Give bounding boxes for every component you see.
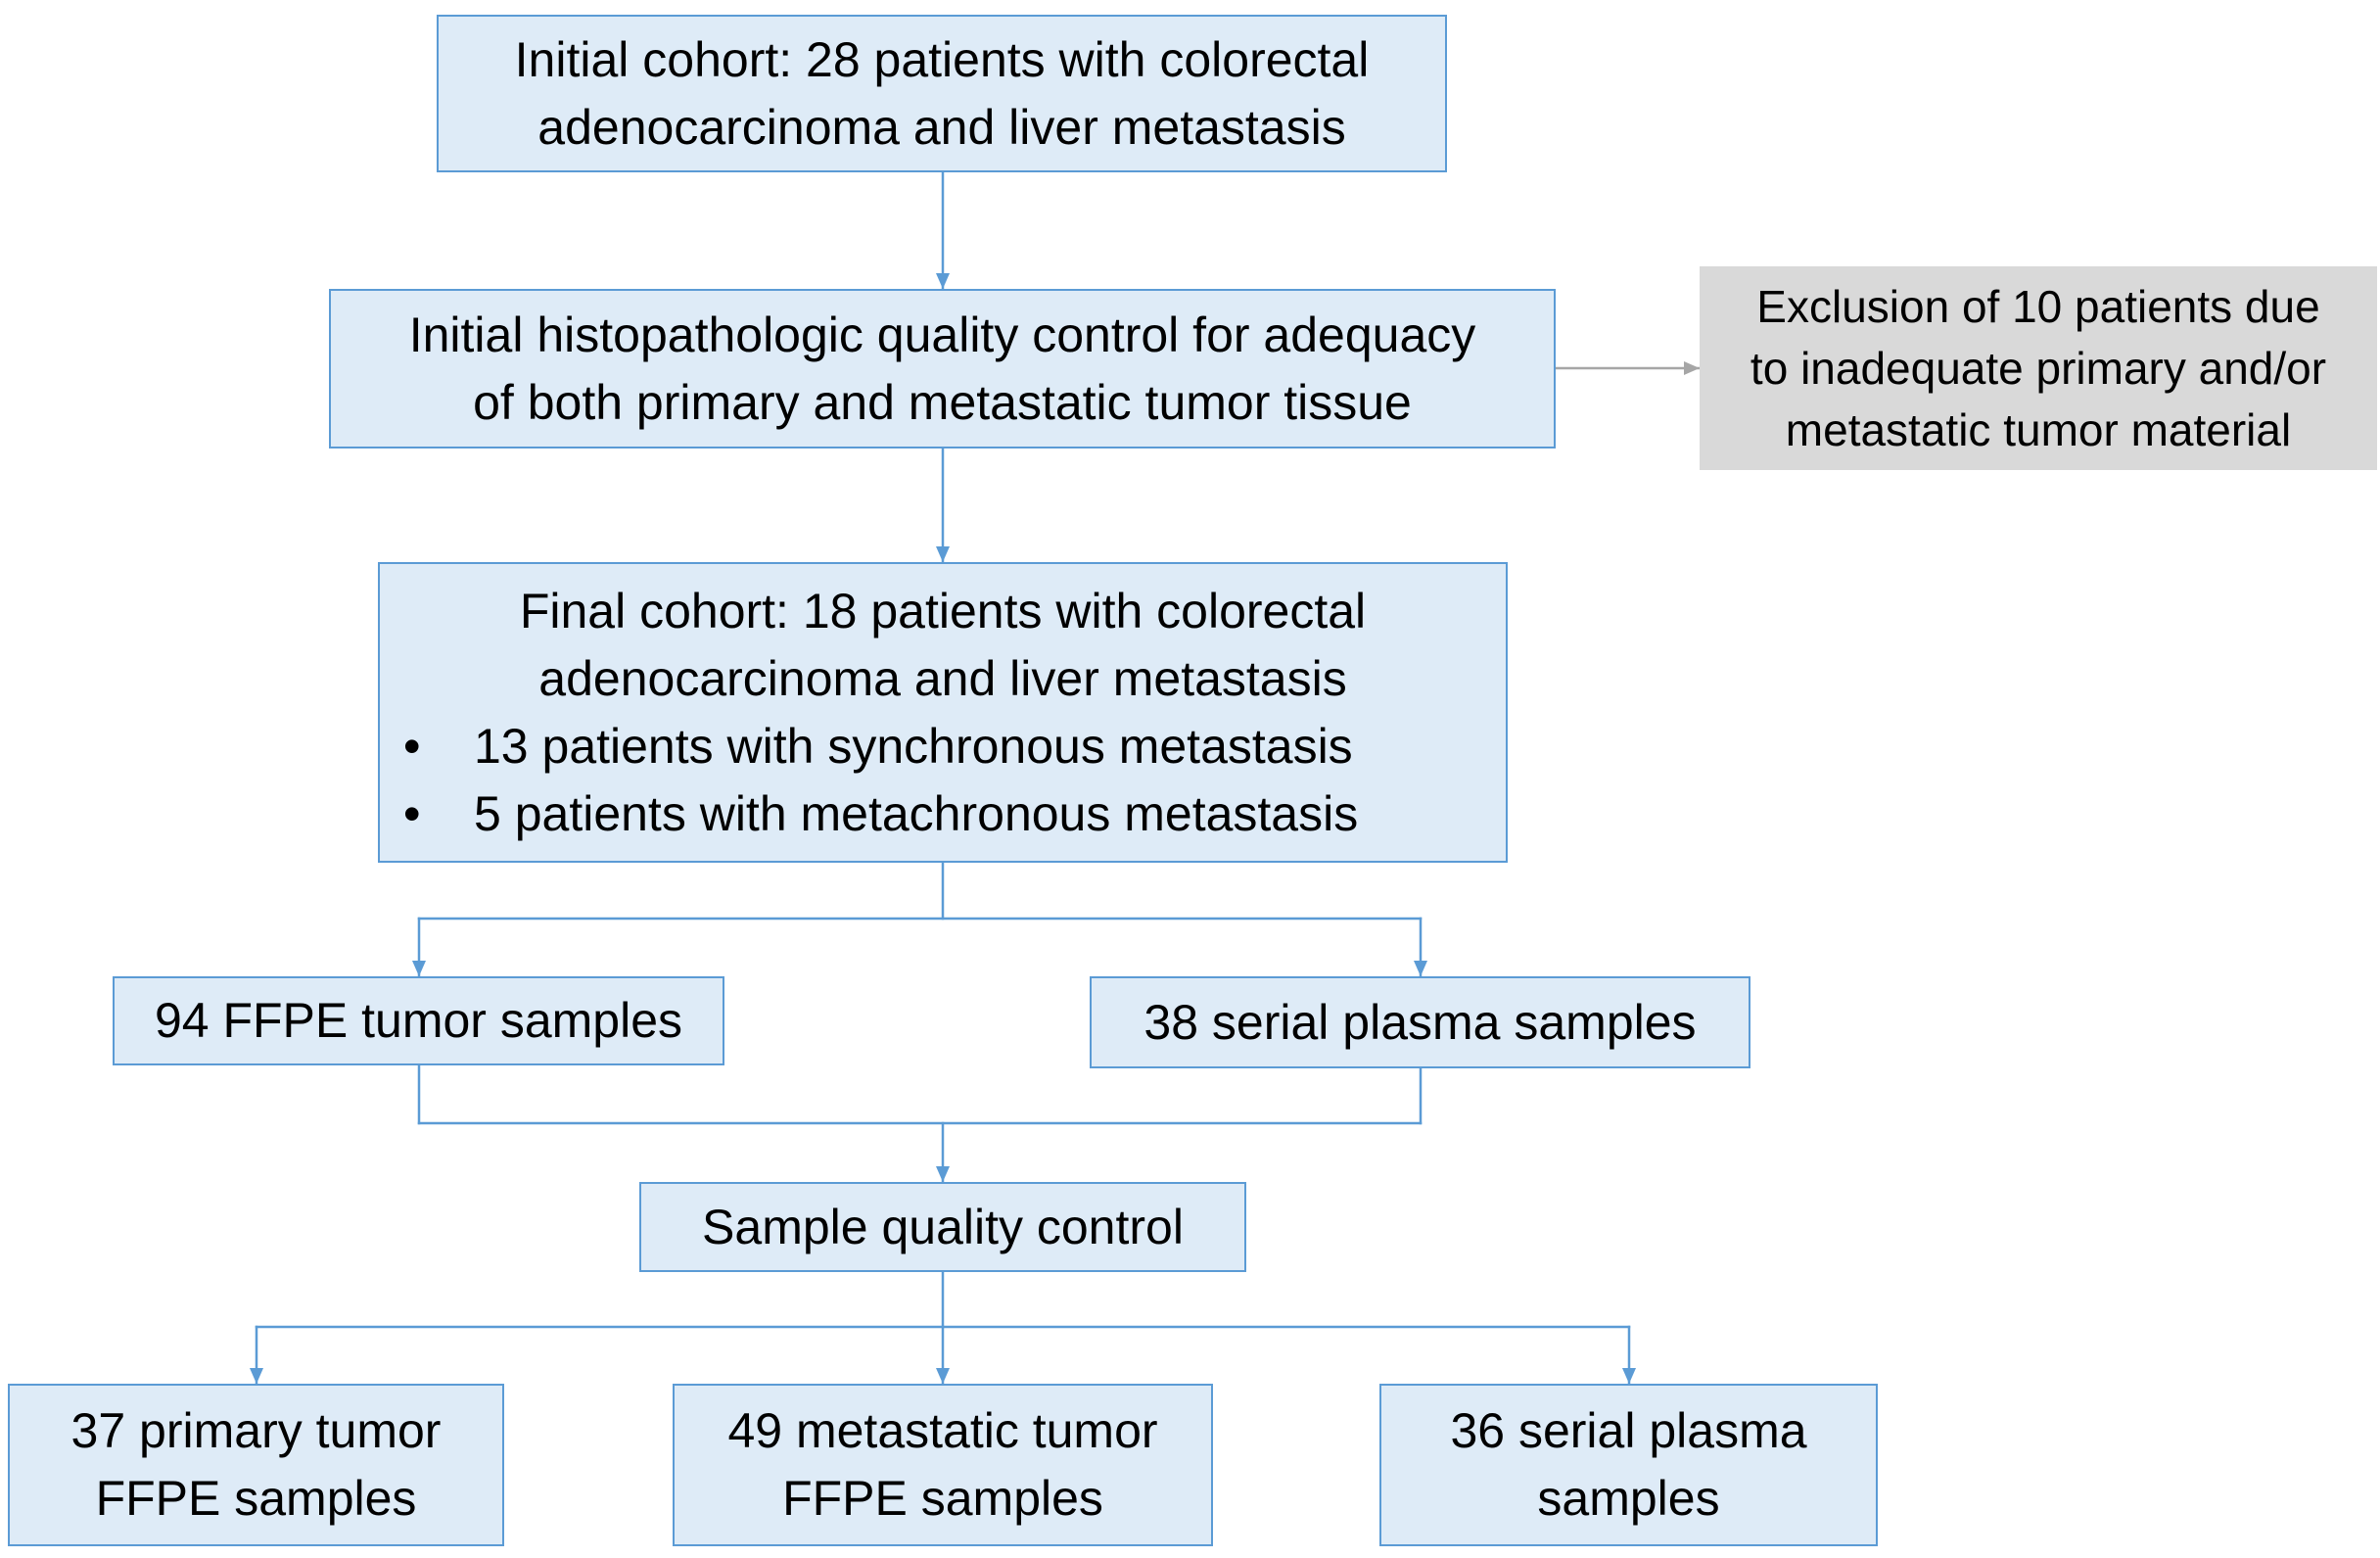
- sample-quality-control-box: Sample quality control: [639, 1182, 1246, 1272]
- exclusion-line-2: to inadequate primary and/or: [1750, 342, 2327, 394]
- serial-plasma-final-line-1: 36 serial plasma: [1450, 1403, 1807, 1458]
- initial-cohort-line-2: adenocarcinoma and liver metastasis: [537, 99, 1346, 155]
- synchronous-metastasis-text: 13 patients with synchronous metastasis: [474, 718, 1353, 774]
- histopathologic-qc-box: Initial histopathologic quality control …: [329, 289, 1556, 449]
- synchronous-metastasis-item: • 13 patients with synchronous metastasi…: [380, 713, 1506, 780]
- serial-plasma-final-line-2: samples: [1537, 1471, 1720, 1526]
- histopathologic-qc-line-1: Initial histopathologic quality control …: [408, 307, 1476, 362]
- serial-plasma-final-box: 36 serial plasma samples: [1379, 1384, 1878, 1546]
- metastatic-tumor-ffpe-line-2: FFPE samples: [782, 1471, 1103, 1526]
- metastatic-tumor-ffpe-box: 49 metastatic tumor FFPE samples: [673, 1384, 1213, 1546]
- histopathologic-qc-line-2: of both primary and metastatic tumor tis…: [473, 374, 1412, 430]
- primary-tumor-ffpe-box: 37 primary tumor FFPE samples: [8, 1384, 504, 1546]
- exclusion-line-3: metastatic tumor material: [1785, 403, 2292, 455]
- primary-tumor-ffpe-line-1: 37 primary tumor: [70, 1403, 442, 1458]
- metachronous-metastasis-item: • 5 patients with metachronous metastasi…: [380, 780, 1506, 848]
- bullet-marker: •: [403, 785, 421, 841]
- sample-quality-control-label: Sample quality control: [702, 1199, 1184, 1254]
- ffpe-tumor-samples-label: 94 FFPE tumor samples: [154, 993, 683, 1048]
- final-cohort-line-1: Final cohort: 18 patients with colorecta…: [519, 583, 1367, 638]
- primary-tumor-ffpe-line-2: FFPE samples: [95, 1471, 417, 1526]
- ffpe-tumor-samples-box: 94 FFPE tumor samples: [113, 976, 724, 1065]
- final-cohort-line-2: adenocarcinoma and liver metastasis: [538, 650, 1347, 706]
- metastatic-tumor-ffpe-line-1: 49 metastatic tumor: [727, 1403, 1158, 1458]
- final-cohort-box: Final cohort: 18 patients with colorecta…: [378, 562, 1508, 863]
- serial-plasma-samples-box: 38 serial plasma samples: [1090, 976, 1750, 1068]
- serial-plasma-samples-label: 38 serial plasma samples: [1143, 994, 1697, 1050]
- initial-cohort-box: Initial cohort: 28 patients with colorec…: [437, 15, 1447, 172]
- exclusion-line-1: Exclusion of 10 patients due: [1756, 280, 2320, 332]
- exclusion-box: Exclusion of 10 patients due to inadequa…: [1700, 266, 2377, 470]
- initial-cohort-line-1: Initial cohort: 28 patients with colorec…: [514, 31, 1370, 87]
- bullet-marker: •: [403, 718, 421, 774]
- metachronous-metastasis-text: 5 patients with metachronous metastasis: [474, 785, 1359, 841]
